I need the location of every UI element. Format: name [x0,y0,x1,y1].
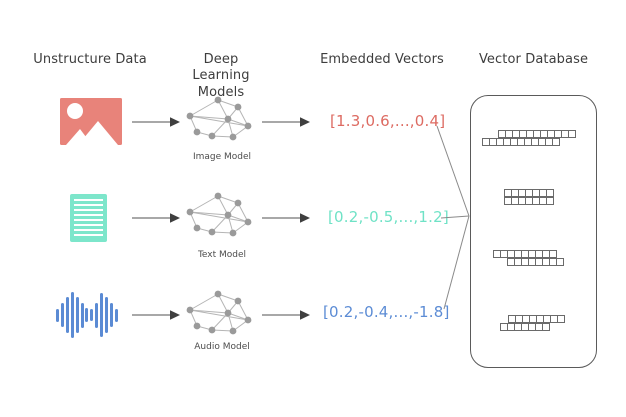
neural-network-icon [186,192,252,237]
neural-network-icon [186,290,252,335]
vector-grid-row [504,189,554,197]
model-label-audio: Audio Model [194,342,250,352]
audio-bar [70,292,74,338]
header-embedded-vectors: Embedded Vectors [320,52,444,67]
audio-bar [95,302,99,328]
audio-bar [65,297,69,333]
audio-bar [109,303,113,327]
vector-cell [542,323,550,331]
embedded-vector-text: [0.2,-0.5,...,1.2] [328,208,449,226]
embedded-vector-audio: [0.2,-0.4,...,-1.8] [323,303,450,321]
arrow-icon [262,310,310,320]
text-document-icon [70,194,107,242]
audio-bar [105,297,109,333]
header-unstructured-data: Unstructure Data [33,52,147,67]
model-label-text: Text Model [197,250,247,260]
vector-grid-row [504,197,554,205]
vector-cell [546,197,554,205]
vector-grid-row [498,130,576,138]
audio-bar [80,302,84,328]
arrow-icon [262,213,310,223]
vector-cell [556,258,564,266]
audio-bar [100,293,104,337]
vector-grid-row [508,315,565,323]
audio-bar [90,309,94,321]
arrow-icon [132,213,180,223]
arrow-icon [262,117,310,127]
arrow-icon [132,310,180,320]
vector-grid-row [482,138,560,146]
image-file-icon [60,98,122,145]
arrow-icon [132,117,180,127]
vector-cell [552,138,560,146]
audio-bar [75,297,79,333]
embedded-vector-image: [1.3,0.6,...,0.4] [330,112,446,130]
vector-grid-row [507,258,564,266]
header-deep-learning-models: Deep Learning Models [192,52,250,100]
audio-bar [85,308,89,322]
model-label-image: Image Model [192,152,252,162]
vector-cell [557,315,565,323]
vector-grid-row [500,323,550,331]
neural-network-icon [186,96,252,141]
audio-waveform-icon [56,292,118,338]
vector-grid-row [493,250,557,258]
vector-cell [546,189,554,197]
vector-cell [549,250,557,258]
audio-bar [114,308,118,322]
header-vector-database: Vector Database [478,52,589,67]
vector-cell [568,130,576,138]
audio-bar [56,308,59,322]
audio-bar [60,303,64,327]
